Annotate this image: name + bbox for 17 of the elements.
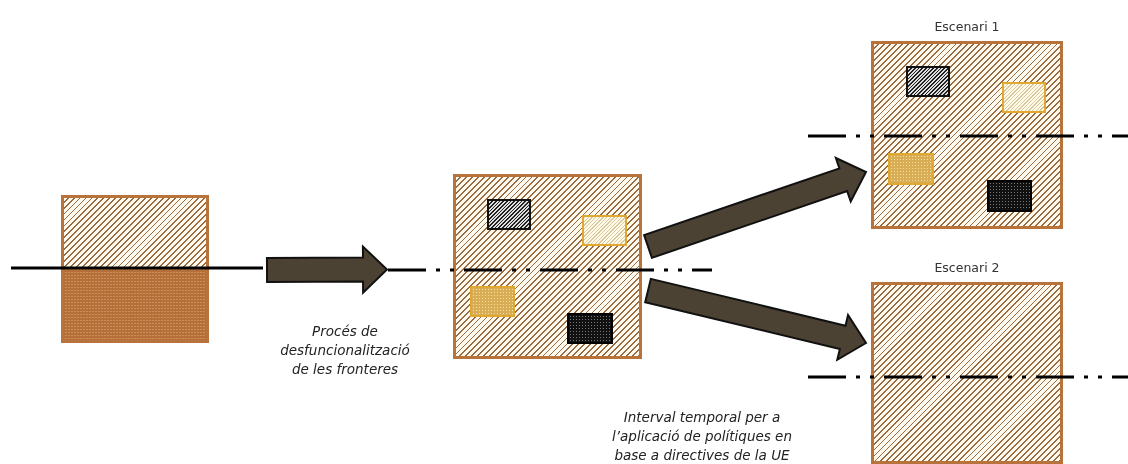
hatched-rectangle — [582, 215, 627, 246]
dotted-rectangle — [567, 313, 613, 344]
territory-square — [61, 195, 209, 343]
block-arrow — [642, 156, 868, 260]
block-arrow — [644, 277, 868, 362]
hatched-rectangle — [1002, 82, 1046, 113]
caption-text: Procés de desfuncionalització de les fronteres — [279, 322, 411, 379]
dotted-rectangle — [470, 286, 515, 317]
scenario-heading: Escenari 2 — [933, 260, 1001, 275]
caption-text: Interval temporal per a l’aplicació de polítiques en base a directives de la UE — [611, 408, 793, 464]
hatched-rectangle — [487, 199, 531, 230]
hatched-square — [453, 174, 642, 359]
block-arrow — [265, 244, 389, 295]
scenario-heading: Escenari 1 — [933, 19, 1001, 34]
dotted-rectangle — [888, 153, 934, 185]
dotted-rectangle — [987, 180, 1032, 212]
hatched-rectangle — [906, 66, 950, 97]
